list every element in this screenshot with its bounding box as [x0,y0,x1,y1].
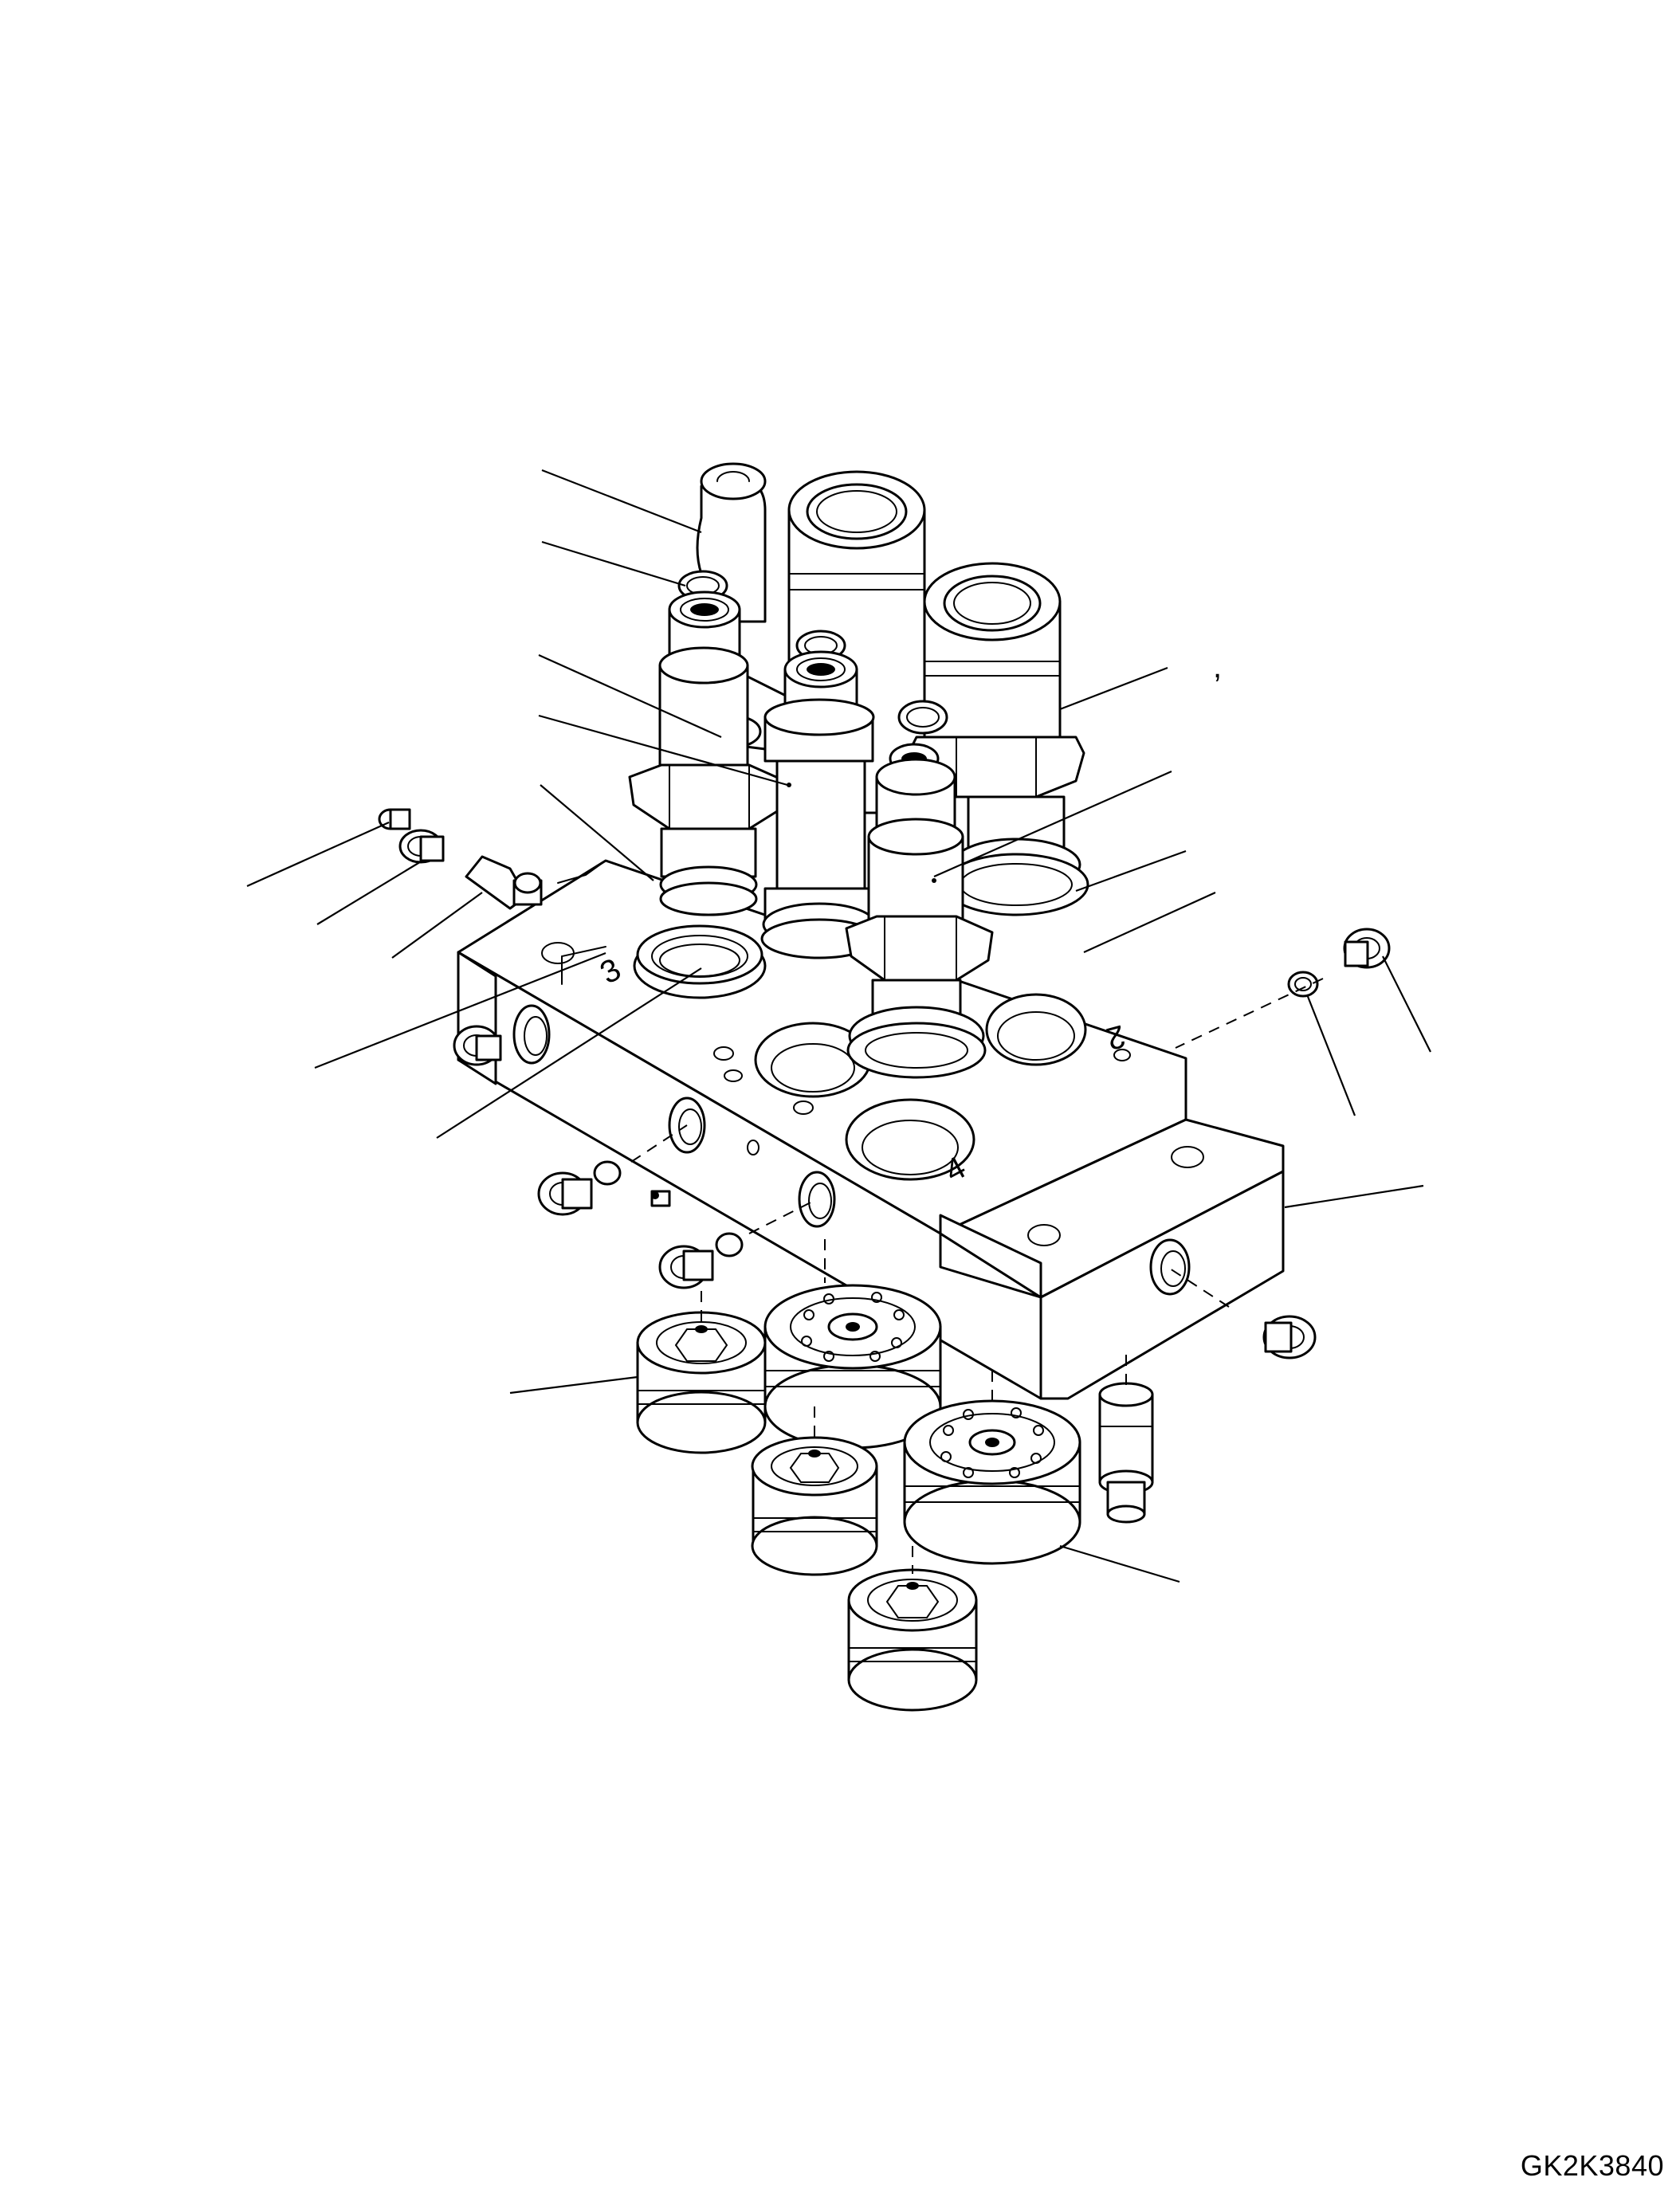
drawing-code: GK2K3840 [1520,2149,1664,2182]
assembly-axes [631,979,1323,1574]
leader-lines [247,470,1431,1582]
solenoid-valve-center [762,631,877,958]
left-fitting-parts [379,810,541,908]
side-ports [514,1006,1189,1294]
solenoid-valve-left [630,571,785,915]
plugs-and-screws [454,929,1389,1358]
top-face-ports [542,943,1203,1246]
stray-mark: , [1213,649,1222,685]
seal-ring-port-3 [634,926,765,998]
solenoid-valve-front [846,701,992,1077]
bottom-check-valves [638,1285,1152,1710]
